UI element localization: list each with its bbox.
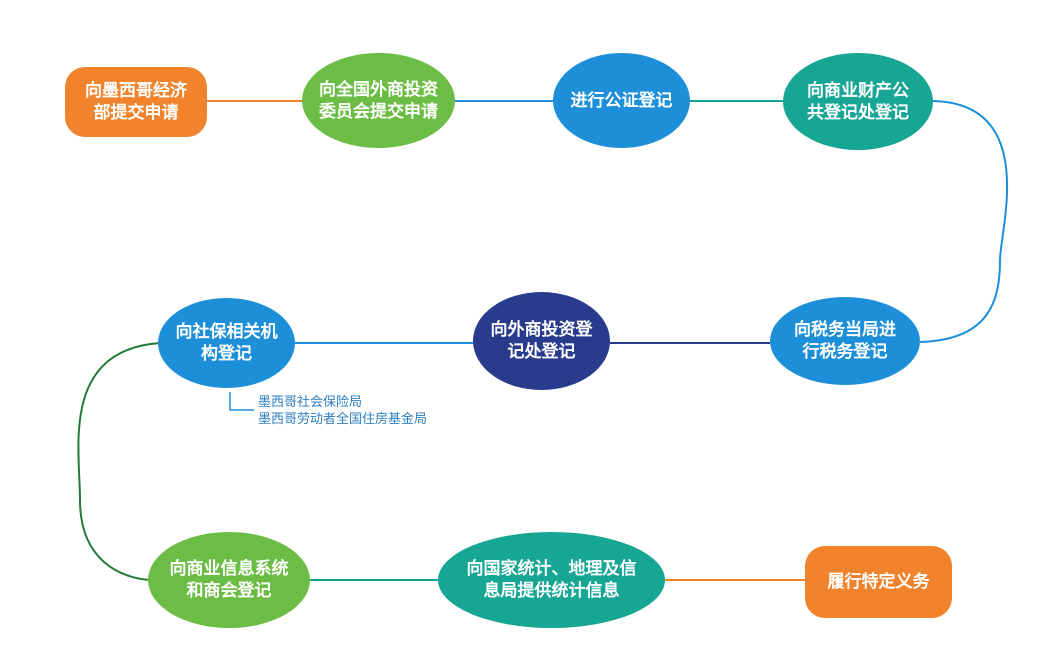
step-tax-authority: 向税务当局进 行税务登记 — [770, 297, 920, 385]
connector-4-5 — [919, 100, 1009, 343]
step-social-security: 向社保相关机 构登记 — [158, 298, 295, 388]
social-security-sub-list: 墨西哥社会保险局 墨西哥劳动者全国住房基金局 — [258, 394, 427, 428]
step-obligations: 履行特定义务 — [805, 546, 952, 618]
step-public-registry: 向商业财产公 共登记处登记 — [783, 53, 933, 150]
step-mexico-economy: 向墨西哥经济 部提交申请 — [65, 67, 207, 137]
sub-item-bracket — [229, 392, 254, 411]
step-foreign-investment-registry: 向外商投资登 记处登记 — [473, 292, 610, 390]
step-notary: 进行公证登记 — [553, 53, 690, 148]
connector-7-8 — [77, 342, 161, 581]
sub-item-infonavit: 墨西哥劳动者全国住房基金局 — [258, 412, 428, 427]
step-statistics: 向国家统计、地理及信 息局提供统计信息 — [438, 532, 665, 628]
sub-item-imss: 墨西哥社会保险局 — [258, 395, 363, 410]
step-foreign-investment-committee: 向全国外商投资 委员会提交申请 — [302, 53, 455, 148]
step-commerce-info-system: 向商业信息系统 和商会登记 — [148, 532, 310, 628]
